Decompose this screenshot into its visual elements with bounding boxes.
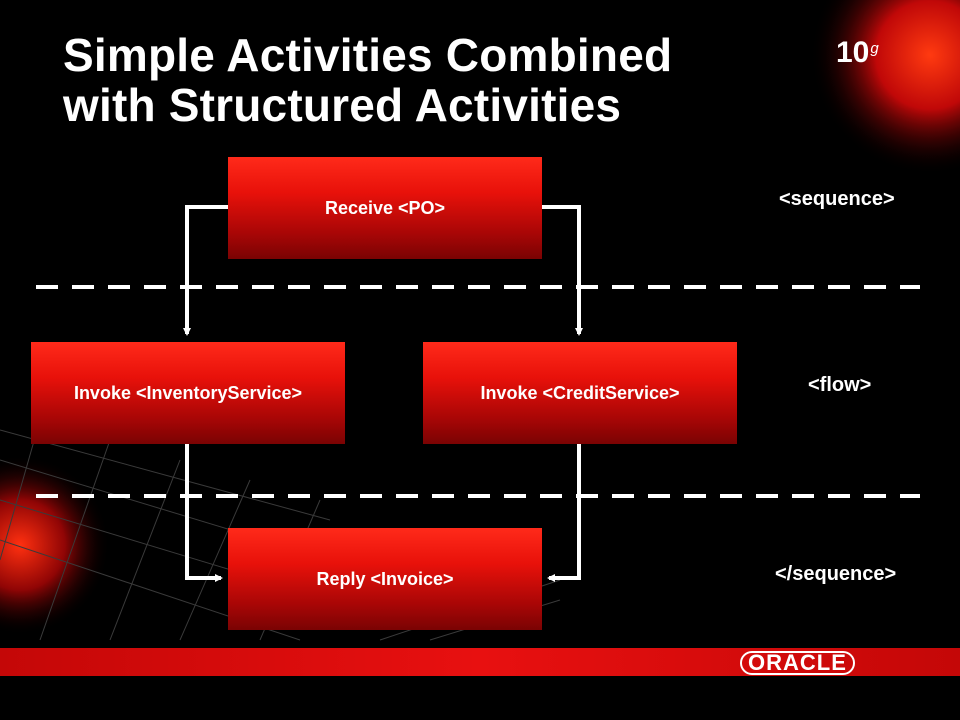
title-line-2: with Structured Activities [63,79,622,131]
version-number: 10 [836,36,870,69]
node-receive-po[interactable]: Receive <PO> [228,157,542,259]
node-label: Reply <Invoice> [316,568,454,589]
tag-sequence-close: </sequence> [775,563,897,585]
node-invoke-inventory[interactable]: Invoke <InventoryService> [31,342,345,444]
oracle-logo: ORACLE [740,650,855,676]
connector-receive-credit [542,205,583,336]
node-reply-invoice[interactable]: Reply <Invoice> [228,528,542,630]
connector-credit-reply [547,444,581,582]
title-line-1: Simple Activities Combined [63,29,673,81]
tag-flow: <flow> [808,374,872,396]
connector-inventory-reply [185,444,223,582]
version-letter: g [870,40,879,57]
oracle-wordmark: ORACLE [740,651,855,675]
slide-title: Simple Activities Combined with Structur… [63,30,783,130]
connector-receive-inventory [183,205,228,336]
tag-sequence-open: <sequence> [779,188,895,210]
node-label: Invoke <CreditService> [480,382,680,403]
node-label: Invoke <InventoryService> [73,382,303,403]
version-logo: 10g [836,36,879,70]
node-label: Receive <PO> [324,197,446,218]
node-invoke-credit[interactable]: Invoke <CreditService> [423,342,737,444]
